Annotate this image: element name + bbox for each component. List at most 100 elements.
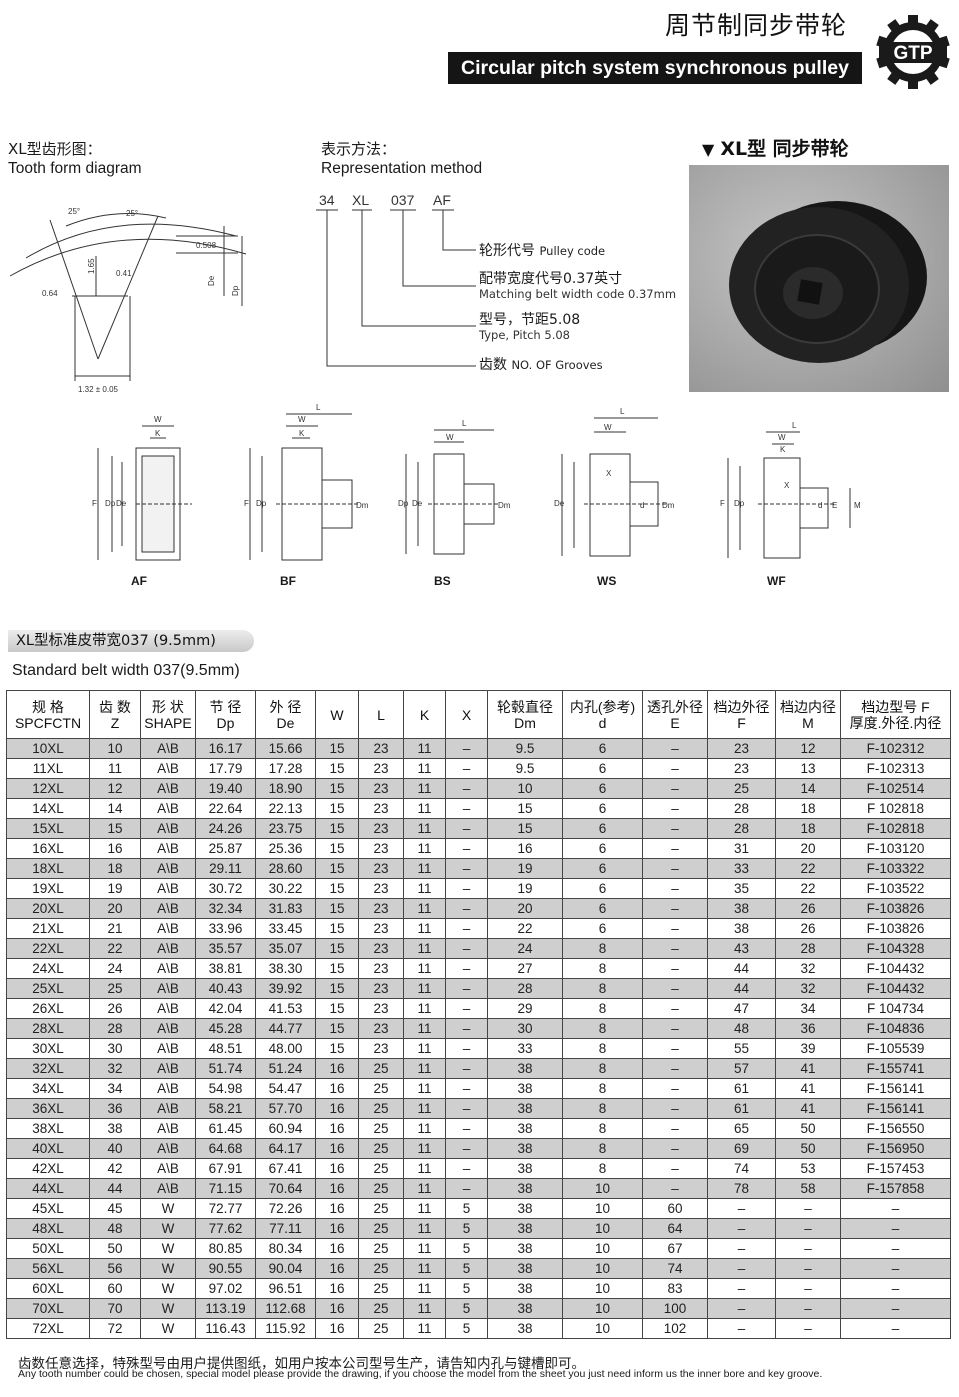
table-cell: 28.60 bbox=[255, 858, 316, 879]
table-cell: – bbox=[642, 798, 708, 819]
table-cell: – bbox=[840, 1258, 951, 1279]
table-cell: 6 bbox=[562, 878, 643, 899]
table-cell: – bbox=[642, 1078, 708, 1099]
page-title-en: Circular pitch system synchronous pulley bbox=[448, 52, 862, 84]
table-cell: F-102313 bbox=[840, 758, 951, 779]
table-cell: 11 bbox=[403, 778, 446, 799]
table-cell: 41 bbox=[775, 1058, 841, 1079]
table-cell: 16 bbox=[315, 1178, 359, 1199]
table-cell: 20 bbox=[89, 898, 141, 919]
table-cell: 25XL bbox=[6, 978, 90, 999]
table-cell: – bbox=[445, 1178, 488, 1199]
table-cell: 38 bbox=[487, 1118, 563, 1139]
table-cell: 70XL bbox=[6, 1298, 90, 1319]
table-cell: 12 bbox=[775, 738, 841, 759]
table-cell: 9.5 bbox=[487, 758, 563, 779]
table-cell: F-156950 bbox=[840, 1138, 951, 1159]
table-cell: – bbox=[642, 1118, 708, 1139]
table-cell: 15 bbox=[89, 818, 141, 839]
table-cell: 60.94 bbox=[255, 1118, 316, 1139]
pulley-photo bbox=[689, 165, 949, 392]
table-cell: – bbox=[840, 1218, 951, 1239]
table-cell: 23 bbox=[358, 878, 404, 899]
wf-drawing bbox=[727, 431, 851, 559]
table-cell: 16 bbox=[315, 1218, 359, 1239]
af-f-label: F bbox=[92, 499, 97, 508]
header-top-text: X bbox=[461, 706, 472, 723]
table-cell: A\B bbox=[140, 938, 196, 959]
table-cell: F-155741 bbox=[840, 1058, 951, 1079]
table-cell: 11 bbox=[403, 878, 446, 899]
tip-radius-label: 0.41 bbox=[116, 269, 132, 278]
ws-d-label: d bbox=[640, 501, 644, 510]
table-cell: 15 bbox=[315, 738, 359, 759]
table-cell: 10 bbox=[562, 1298, 643, 1319]
table-cell: 64.17 bbox=[255, 1138, 316, 1159]
pulley-code-cn: 轮形代号 bbox=[479, 243, 535, 259]
table-cell: 25 bbox=[358, 1218, 404, 1239]
table-cell: A\B bbox=[140, 1158, 196, 1179]
bf-dm-label: Dm bbox=[356, 501, 369, 510]
table-cell: 51.24 bbox=[255, 1058, 316, 1079]
table-cell: 45XL bbox=[6, 1198, 90, 1219]
table-cell: 39.92 bbox=[255, 978, 316, 999]
af-dp-label: Dp bbox=[105, 499, 116, 508]
table-cell: 80.34 bbox=[255, 1238, 316, 1259]
table-cell: 15 bbox=[315, 878, 359, 899]
table-cell: 38 bbox=[707, 898, 776, 919]
bf-l-label: L bbox=[316, 403, 321, 412]
table-cell: 38XL bbox=[6, 1118, 90, 1139]
table-cell: 28 bbox=[487, 978, 563, 999]
table-cell: A\B bbox=[140, 1178, 196, 1199]
table-cell: 16 bbox=[315, 1258, 359, 1279]
table-cell: 42.04 bbox=[195, 998, 256, 1019]
table-cell: 10XL bbox=[6, 738, 90, 759]
table-cell: 30.72 bbox=[195, 878, 256, 899]
table-cell: 83 bbox=[642, 1278, 708, 1299]
table-cell: 23 bbox=[358, 998, 404, 1019]
header-bottom-text: E bbox=[670, 714, 680, 731]
table-cell: 8 bbox=[562, 1038, 643, 1059]
table-cell: 8 bbox=[562, 1098, 643, 1119]
table-cell: 5 bbox=[445, 1198, 488, 1219]
table-cell: 15 bbox=[487, 818, 563, 839]
table-cell: 10 bbox=[562, 1198, 643, 1219]
table-cell: – bbox=[445, 758, 488, 779]
table-cell: 67.91 bbox=[195, 1158, 256, 1179]
table-cell: 54.47 bbox=[255, 1078, 316, 1099]
table-cell: F-102818 bbox=[840, 818, 951, 839]
table-cell: 15 bbox=[315, 1018, 359, 1039]
table-cell: 57.70 bbox=[255, 1098, 316, 1119]
table-cell: 25 bbox=[358, 1238, 404, 1259]
table-cell: 33.45 bbox=[255, 918, 316, 939]
table-cell: 74 bbox=[707, 1158, 776, 1179]
table-cell: 25 bbox=[358, 1298, 404, 1319]
table-cell: 72 bbox=[89, 1318, 141, 1339]
table-cell: 23 bbox=[358, 798, 404, 819]
type-code-label: 型号，节距5.08 Type, Pitch 5.08 bbox=[479, 313, 580, 343]
table-cell: W bbox=[140, 1298, 196, 1319]
table-cell: 8 bbox=[562, 978, 643, 999]
header-bottom-text: F bbox=[737, 714, 746, 731]
table-cell: 44 bbox=[707, 978, 776, 999]
table-cell: A\B bbox=[140, 898, 196, 919]
bs-dm-label: Dm bbox=[498, 501, 511, 510]
code-leader-lines bbox=[316, 209, 476, 367]
table-cell: 38 bbox=[487, 1278, 563, 1299]
header-bottom-text: d bbox=[598, 714, 607, 731]
table-cell: 67.41 bbox=[255, 1158, 316, 1179]
table-cell: – bbox=[445, 898, 488, 919]
table-cell: 48XL bbox=[6, 1218, 90, 1239]
pulley-image bbox=[729, 201, 927, 363]
table-cell: 22.13 bbox=[255, 798, 316, 819]
table-cell: – bbox=[642, 838, 708, 859]
type-label-wf: WF bbox=[767, 574, 786, 588]
table-cell: 16 bbox=[315, 1238, 359, 1259]
table-cell: 23.75 bbox=[255, 818, 316, 839]
